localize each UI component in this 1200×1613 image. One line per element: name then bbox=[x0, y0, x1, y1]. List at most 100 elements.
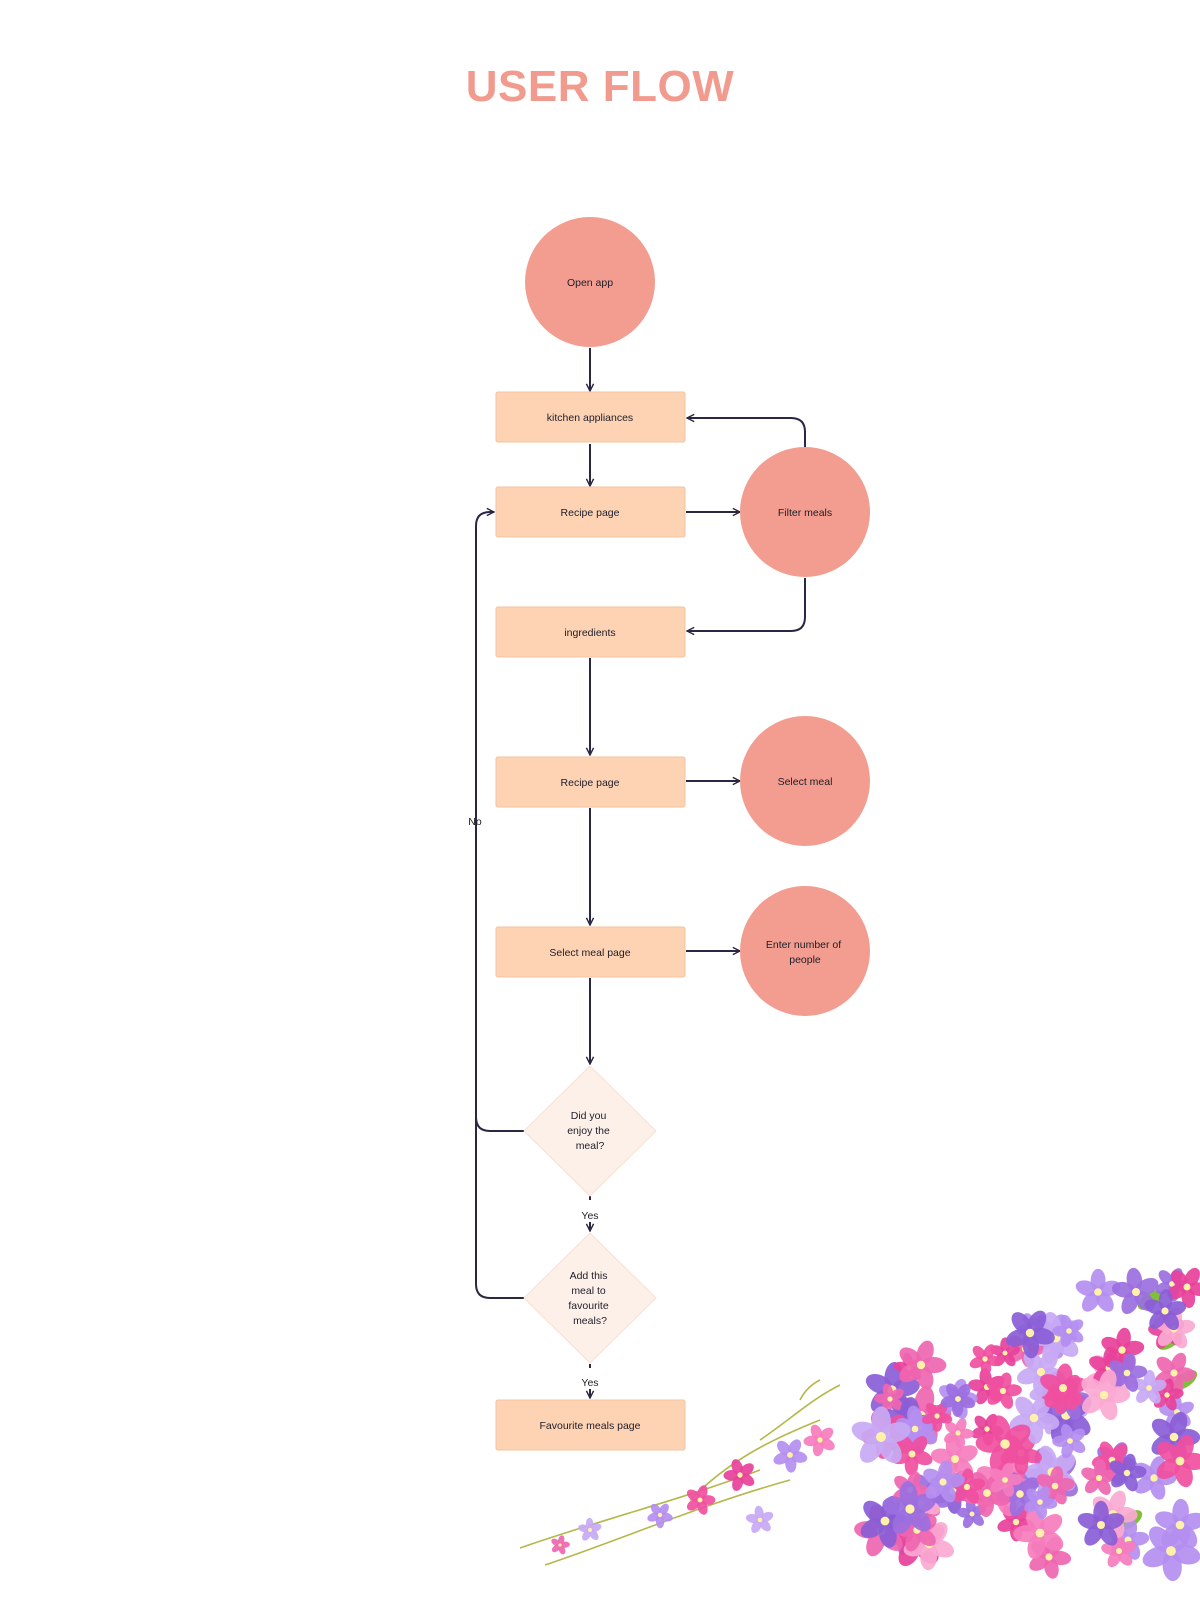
flower-center-decoration bbox=[1095, 1474, 1103, 1482]
flower-center-decoration bbox=[1146, 1385, 1152, 1391]
flower-center-decoration bbox=[1059, 1384, 1067, 1392]
flower-center-decoration bbox=[1016, 1490, 1024, 1498]
petal-decoration bbox=[990, 1478, 1006, 1493]
flower-center-decoration bbox=[955, 1396, 961, 1402]
petal-decoration bbox=[1069, 1428, 1085, 1443]
flower-center-decoration bbox=[1051, 1482, 1059, 1490]
node-recipe-page-2-label: Recipe page bbox=[561, 777, 620, 789]
flower-bouquet-decoration bbox=[519, 1267, 1200, 1582]
petal-decoration bbox=[1136, 1387, 1151, 1403]
petal-decoration bbox=[1069, 1439, 1086, 1454]
petal-decoration bbox=[588, 1529, 599, 1541]
edge-filter-to-ingredients bbox=[687, 578, 806, 631]
flower-center-decoration bbox=[951, 1455, 959, 1463]
flower-center-decoration bbox=[1132, 1288, 1140, 1296]
flower-center-decoration bbox=[1094, 1288, 1102, 1296]
petal-decoration bbox=[559, 1541, 570, 1548]
petal-decoration bbox=[777, 1440, 792, 1456]
petal-decoration bbox=[915, 1528, 936, 1547]
petal-decoration bbox=[1127, 1365, 1148, 1379]
petal-decoration bbox=[983, 1344, 996, 1360]
petal-decoration bbox=[650, 1503, 662, 1516]
flower-center-decoration bbox=[1166, 1546, 1176, 1556]
flower-center-decoration bbox=[982, 1356, 988, 1362]
node-open-app: Open app bbox=[525, 217, 655, 347]
flower-center-decoration bbox=[1035, 1528, 1045, 1538]
petal-decoration bbox=[954, 1445, 978, 1463]
node-enter-people: Enter number of people bbox=[740, 886, 870, 1016]
flower-center-decoration bbox=[1150, 1474, 1158, 1482]
petal-decoration bbox=[1134, 1475, 1155, 1494]
petal-decoration bbox=[972, 1345, 987, 1360]
petal-decoration bbox=[955, 1418, 967, 1434]
flower-center-decoration bbox=[984, 1426, 990, 1432]
petal-decoration bbox=[889, 1397, 904, 1411]
petal-decoration bbox=[1037, 1486, 1051, 1503]
flower-center-decoration bbox=[1045, 1553, 1053, 1561]
petal-decoration bbox=[1062, 1377, 1088, 1394]
flower-center-decoration bbox=[757, 1517, 763, 1523]
petal-decoration bbox=[1100, 1513, 1125, 1530]
edge-label-yes-enjoy: Yes bbox=[581, 1210, 598, 1222]
flower-center-decoration bbox=[1183, 1283, 1191, 1291]
petal-decoration bbox=[697, 1485, 708, 1501]
flower-center-decoration bbox=[983, 1489, 991, 1497]
petal-decoration bbox=[1011, 1312, 1033, 1335]
flower-center-decoration bbox=[1118, 1346, 1126, 1354]
flower-center-decoration bbox=[963, 1483, 971, 1491]
flower-center-decoration bbox=[1066, 1328, 1072, 1334]
flower-center-decoration bbox=[1164, 1392, 1170, 1398]
petal-decoration bbox=[1002, 1384, 1022, 1397]
petal-decoration bbox=[1121, 1340, 1145, 1356]
petal-decoration bbox=[1179, 1512, 1200, 1531]
node-kitchen-appliances-label: kitchen appliances bbox=[547, 412, 633, 424]
petal-decoration bbox=[1164, 1301, 1187, 1316]
petal-decoration bbox=[1156, 1356, 1176, 1375]
petal-decoration bbox=[1173, 1319, 1196, 1334]
flower-center-decoration bbox=[1002, 1350, 1008, 1356]
node-select-meal-page-label: Select meal page bbox=[549, 947, 630, 959]
node-select-meal-label: Select meal bbox=[778, 776, 833, 788]
petal-decoration bbox=[907, 1507, 931, 1532]
petal-decoration bbox=[916, 1340, 934, 1366]
petal-decoration bbox=[953, 1486, 969, 1503]
edge-favourite-no-loop bbox=[475, 1117, 524, 1299]
petal-decoration bbox=[1003, 1424, 1031, 1448]
petal-decoration bbox=[1081, 1290, 1101, 1312]
flower-center-decoration bbox=[955, 1430, 961, 1436]
flower-center-decoration bbox=[588, 1528, 592, 1532]
petal-decoration bbox=[1135, 1277, 1159, 1296]
petal-decoration bbox=[1068, 1319, 1084, 1333]
petal-decoration bbox=[819, 1437, 835, 1451]
petal-decoration bbox=[1111, 1471, 1129, 1488]
node-kitchen-appliances: kitchen appliances bbox=[495, 391, 686, 443]
flower-center-decoration bbox=[934, 1413, 940, 1419]
petal-decoration bbox=[987, 1389, 1005, 1405]
edge-label-yes-favourite: Yes bbox=[581, 1377, 598, 1389]
flower-center-decoration bbox=[1123, 1469, 1131, 1477]
petal-decoration bbox=[971, 1512, 984, 1526]
flower-center-decoration bbox=[880, 1516, 890, 1526]
node-ingredients: ingredients bbox=[495, 606, 686, 658]
node-enjoy-meal-label: Did you enjoy the meal? bbox=[567, 1110, 613, 1152]
petal-decoration bbox=[1156, 1458, 1181, 1480]
flower-center-decoration bbox=[1029, 1413, 1039, 1423]
petal-decoration bbox=[1108, 1490, 1126, 1515]
flower-center-decoration bbox=[939, 1478, 947, 1486]
petal-decoration bbox=[818, 1427, 834, 1442]
petal-decoration bbox=[880, 1422, 911, 1443]
petal-decoration bbox=[1095, 1291, 1114, 1312]
flower-center-decoration bbox=[697, 1497, 703, 1503]
stem-decoration bbox=[759, 1384, 841, 1441]
page-title: USER FLOW bbox=[465, 62, 735, 111]
flower-center-decoration bbox=[1123, 1369, 1131, 1377]
petal-decoration bbox=[1003, 1441, 1030, 1465]
flower-center-decoration bbox=[1067, 1438, 1073, 1444]
flower-center-decoration bbox=[1175, 1456, 1185, 1466]
petal-decoration bbox=[589, 1523, 602, 1532]
flower-center-decoration bbox=[905, 1504, 915, 1514]
petal-decoration bbox=[909, 1493, 937, 1514]
petal-decoration bbox=[1026, 1488, 1042, 1504]
flower-center-decoration bbox=[1169, 1281, 1175, 1287]
petal-decoration bbox=[1118, 1540, 1136, 1554]
